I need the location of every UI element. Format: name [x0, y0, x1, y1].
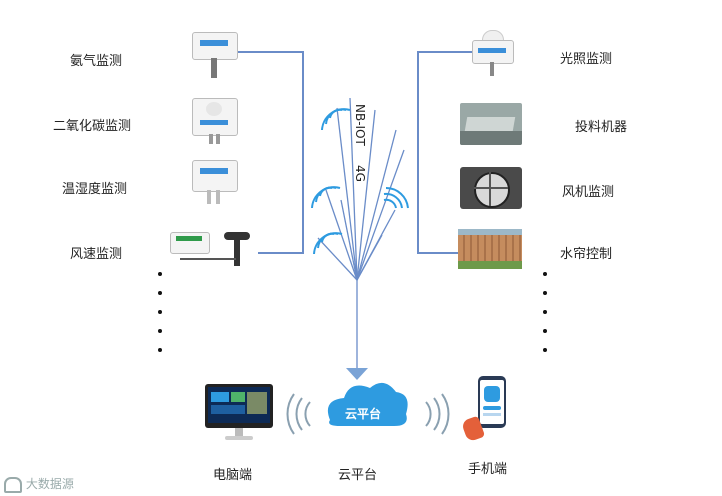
mobile-phone-icon	[460, 376, 508, 448]
device-label-light: 光照监测	[560, 52, 613, 67]
right-connector	[417, 51, 472, 254]
cloud-platform-label: 云平台	[338, 468, 378, 483]
sensor-label-co2: 二氧化碳监测	[53, 119, 132, 134]
device-label-feeder: 投料机器	[575, 120, 628, 135]
temp-humidity-sensor-icon	[192, 160, 238, 208]
cloud-icon: 云平台	[327, 382, 408, 426]
down-arrow-icon	[346, 368, 368, 380]
protocol-nbiot: NB-IOT	[353, 104, 367, 147]
protocol-4g: 4G	[353, 165, 367, 182]
co2-sensor-icon	[192, 98, 238, 146]
pc-client-label: 电脑端	[213, 468, 253, 483]
device-label-fan: 风机监测	[562, 185, 615, 200]
signal-lines	[317, 97, 405, 372]
watermark-text: 大数据源	[25, 477, 74, 491]
cloud-badge-label: 云平台	[345, 406, 381, 421]
more-devices-ellipsis	[543, 272, 547, 367]
watermark-logo-icon	[4, 476, 22, 493]
sensor-label-temp-humidity: 温湿度监测	[62, 182, 128, 197]
feeder-machine-icon	[460, 103, 522, 145]
light-sensor-icon	[472, 30, 514, 80]
mobile-client-label: 手机端	[468, 462, 508, 477]
left-connector	[236, 51, 304, 254]
desktop-monitor-icon	[205, 384, 273, 446]
wind-speed-sensor-icon	[170, 230, 260, 274]
sensor-label-ammonia: 氨气监测	[70, 54, 123, 69]
fan-icon	[460, 167, 522, 209]
sensor-label-wind-speed: 风速监测	[70, 247, 123, 262]
water-curtain-icon	[458, 229, 522, 269]
more-sensors-ellipsis	[158, 272, 162, 367]
device-label-water-curtain: 水帘控制	[560, 247, 613, 262]
watermark: 大数据源	[4, 475, 74, 493]
broadcast-icon	[286, 393, 450, 435]
wifi-signal-icon	[311, 108, 409, 255]
ammonia-sensor-icon	[192, 32, 238, 84]
